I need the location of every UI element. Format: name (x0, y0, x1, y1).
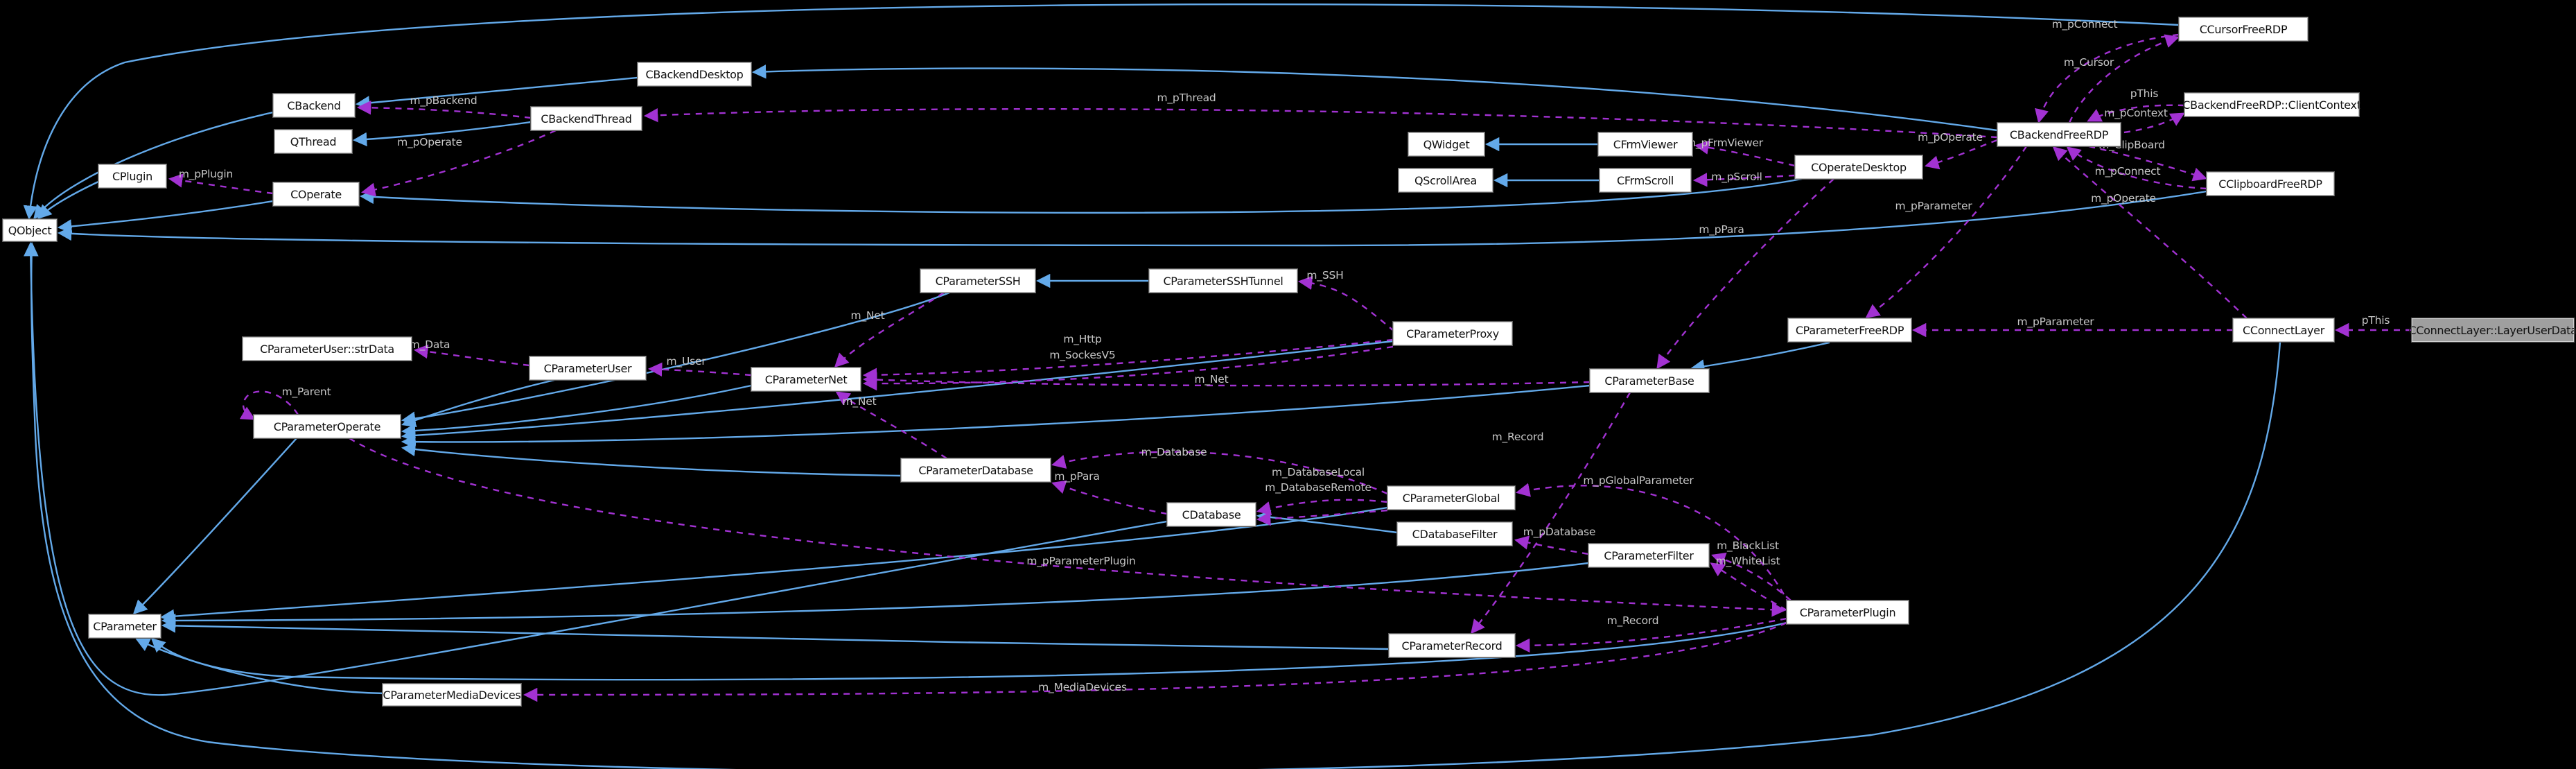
node-CClipboardFreeRDP[interactable]: CClipboardFreeRDP (2206, 171, 2335, 196)
edge-CBackendThread-QThread (352, 121, 532, 147)
edge-CBackendFreeRDP-COperateDesktop (1925, 139, 1998, 170)
edge-CParameterOperate-CParameter (132, 438, 297, 615)
edge-CParameterBase-CParameterOperate (401, 384, 1591, 449)
edge-CClipboardFreeRDP-QObject (57, 190, 2207, 247)
edge-CParameterPlugin-CParameterFilter (1711, 552, 1791, 601)
edge-ClientContext-CBackendFreeRDP (2087, 104, 2185, 122)
node-CPlugin[interactable]: CPlugin (98, 164, 167, 189)
node-CParameterFilter[interactable]: CParameterFilter (1588, 543, 1710, 568)
node-CConnectLayer[interactable]: CConnectLayer (2232, 318, 2335, 343)
edge-CParameterDatabase-CParameterOperate (401, 442, 902, 477)
node-CBackendDesktop[interactable]: CBackendDesktop (637, 62, 752, 87)
edge-CParameterProxy-CParameterNet (862, 345, 1394, 391)
edge-CBackendThread-COperate (360, 129, 557, 197)
edge-CConnectLayer-CBackendFreeRDP (2052, 146, 2248, 319)
edge-CParameterProxy-CParameterOperate (401, 340, 1394, 443)
edge-CParameterUser-strData (413, 344, 530, 367)
edge-CParameterGlobal-CDatabase (1256, 509, 1388, 526)
node-CParameterGlobal[interactable]: CParameterGlobal (1387, 485, 1516, 510)
edge-CParameterFilter-CDatabaseFilter (1514, 535, 1589, 555)
edge-CBackend-QObject (33, 111, 274, 220)
node-CParameterProxy[interactable]: CParameterProxy (1392, 321, 1513, 346)
node-CDatabase[interactable]: CDatabase (1166, 502, 1256, 527)
node-QWidget[interactable]: QWidget (1408, 132, 1485, 157)
node-CBackendFreeRDP[interactable]: CBackendFreeRDP (1997, 122, 2121, 147)
node-CParameterSSH[interactable]: CParameterSSH (920, 268, 1036, 293)
node-QObject[interactable]: QObject (2, 218, 58, 242)
edge-CBackendFreeRDP-CParameterFreeRDP (1865, 146, 2028, 318)
edge-CParameterGlobal-CParameter (159, 506, 1388, 623)
edge-COperateDesktop-COperate (359, 178, 1803, 214)
edge-CParameterUser-CParameterOperate (401, 379, 555, 427)
node-CParameterMediaDevices[interactable]: CParameterMediaDevices (382, 683, 522, 707)
edge-CPlugin-QObject (37, 180, 99, 220)
edge-COperateDesktop-CFrmViewer (1694, 140, 1796, 167)
edge-CParameterFilter-CParameter (161, 562, 1589, 628)
edge-CBackendThread-CBackend (356, 101, 532, 119)
edge-CParameterFreeRDP-CParameterBase (1690, 341, 1830, 374)
node-CParameterUser[interactable]: CParameterUser (529, 356, 647, 381)
node-ClientContext[interactable]: CBackendFreeRDP::ClientContext (2182, 92, 2361, 117)
edge-COperateDesktop-CParameterBase (1656, 178, 1834, 370)
node-CParameterOperate[interactable]: CParameterOperate (253, 414, 401, 439)
edge-COperate-QObject (57, 200, 274, 234)
node-QThread[interactable]: QThread (274, 129, 353, 154)
node-CBackendThread[interactable]: CBackendThread (530, 106, 642, 131)
edge-CParameterOperate-CParameterOperate (239, 390, 299, 420)
edge-CParameterSSH-CParameterOperate (401, 291, 950, 426)
edge-CParameterRecord-CParameter (161, 619, 1390, 650)
edge-CBackendFreeRDP-CCursorFreeRDP (2068, 34, 2180, 123)
edge-COperateDesktop-CFrmScroll (1692, 173, 1796, 187)
node-CParameterFreeRDP[interactable]: CParameterFreeRDP (1787, 318, 1912, 343)
edge-COperate-CPlugin (168, 173, 274, 195)
edge-CBackendFreeRDP-CBackendDesktop (751, 64, 1998, 132)
node-CFrmViewer[interactable]: CFrmViewer (1597, 132, 1693, 157)
node-CParameterPlugin[interactable]: CParameterPlugin (1786, 600, 1909, 625)
edge-CParameterNet-CParameterUser (647, 362, 752, 377)
edge-CParameterPlugin-CParameterGlobal (1515, 483, 1791, 605)
edge-CDatabase-QObject (24, 241, 1168, 696)
edge-CParameterSSH-CParameterNet (834, 291, 945, 368)
edge-CParameterNet-CParameterOperate (401, 384, 752, 438)
edge-CClipboardFreeRDP-CBackendFreeRDP (2066, 146, 2207, 190)
edge-CParameterDatabase-CParameterNet (835, 391, 947, 460)
node-LayerUserData[interactable]: CConnectLayer::LayerUserData (2408, 318, 2576, 343)
node-CParameterNet[interactable]: CParameterNet (751, 367, 861, 392)
edge-CParameterPlugin-CParameterRecord (1515, 617, 1787, 653)
edge-CParameterOperate-CParameterPlugin (349, 437, 1787, 617)
node-CBackend[interactable]: CBackend (272, 93, 356, 118)
edge-CConnectLayer-QObject (24, 241, 2281, 769)
node-CDatabaseFilter[interactable]: CDatabaseFilter (1396, 521, 1513, 546)
edge-CBackendFreeRDP-CClipboardFreeRDP (2088, 145, 2207, 182)
edge-CDatabase-CParameterDatabase (1051, 480, 1168, 515)
edge-CBackendFreeRDP-CBackendThread (643, 107, 1998, 139)
node-CParameter[interactable]: CParameter (88, 614, 161, 639)
edge-CParameterBase-CParameterRecord (1471, 392, 1631, 634)
edge-CDatabaseFilter-CDatabase (1256, 510, 1398, 534)
edge-CParameterPlugin-CParameter (150, 621, 1787, 681)
node-CParameterBase[interactable]: CParameterBase (1589, 368, 1710, 393)
node-QScrollArea[interactable]: QScrollArea (1398, 168, 1493, 193)
edge-CCursorFreeRDP-QObject (23, 3, 2180, 221)
node-CParameterSSHTunnel[interactable]: CParameterSSHTunnel (1148, 268, 1298, 293)
edge-CParameterBase-CParameterNet (862, 372, 1591, 387)
edge-CCursorFreeRDP-CBackendFreeRDP (2035, 33, 2180, 123)
edge-CParameterMediaDevices-CParameter (135, 638, 386, 695)
edge-CParameterProxy-CParameterSSHTunnel (1297, 275, 1395, 332)
edge-CParameterGlobal-CDatabase (1256, 499, 1388, 516)
edge-CBackendFreeRDP-ClientContext (2112, 112, 2185, 135)
node-CCursorFreeRDP[interactable]: CCursorFreeRDP (2178, 17, 2308, 42)
edge-CBackendDesktop-CBackend (355, 76, 638, 110)
edge-CParameterPlugin-CParameterMediaDevices (523, 621, 1787, 702)
node-CFrmScroll[interactable]: CFrmScroll (1599, 168, 1692, 193)
edge-CParameterProxy-CParameterNet (862, 338, 1394, 382)
node-COperate[interactable]: COperate (272, 182, 360, 207)
edge-CParameterGlobal-CParameterDatabase (1051, 451, 1388, 495)
node-CParameterRecord[interactable]: CParameterRecord (1388, 633, 1516, 658)
node-strData[interactable]: CParameterUser::strData (242, 336, 412, 361)
node-CParameterDatabase[interactable]: CParameterDatabase (900, 458, 1051, 483)
node-COperateDesktop[interactable]: COperateDesktop (1794, 155, 1923, 180)
